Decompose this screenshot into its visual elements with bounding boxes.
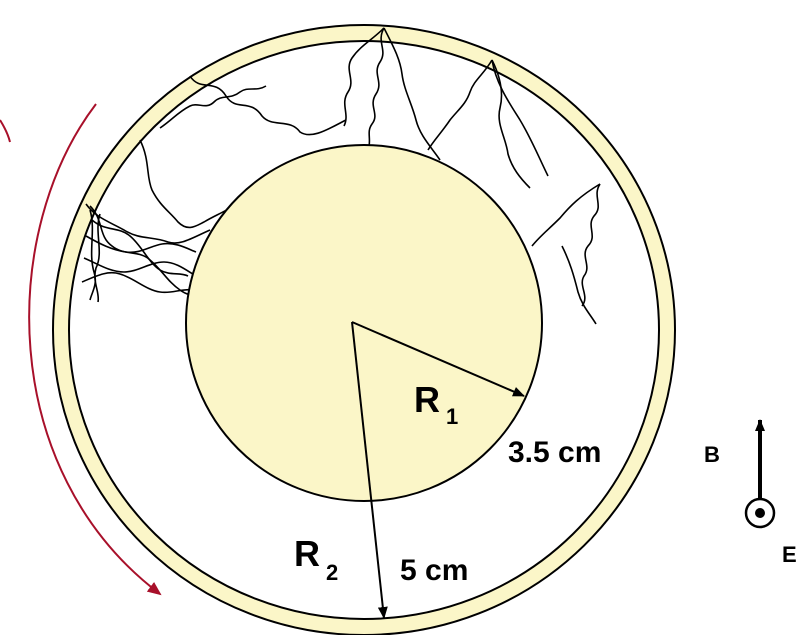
rotation-arrow-tail: [0, 119, 11, 143]
r2-value: 5 cm: [400, 554, 468, 587]
r2-label-letter: R: [294, 533, 320, 574]
r2-label-subscript: 2: [326, 560, 338, 585]
b-field-label: B: [704, 442, 720, 467]
r1-value: 3.5 cm: [508, 436, 601, 469]
e-field-dot: [755, 508, 765, 518]
r2-arrow: [351, 321, 388, 619]
r1-label-subscript: 1: [446, 404, 458, 429]
field-lines: [81, 27, 601, 325]
rotation-arrow: [28, 103, 162, 596]
r1-arrow: [351, 321, 525, 397]
r1-label-letter: R: [414, 379, 440, 420]
inner-conductor: [185, 144, 543, 502]
e-field-label: E: [782, 542, 797, 567]
